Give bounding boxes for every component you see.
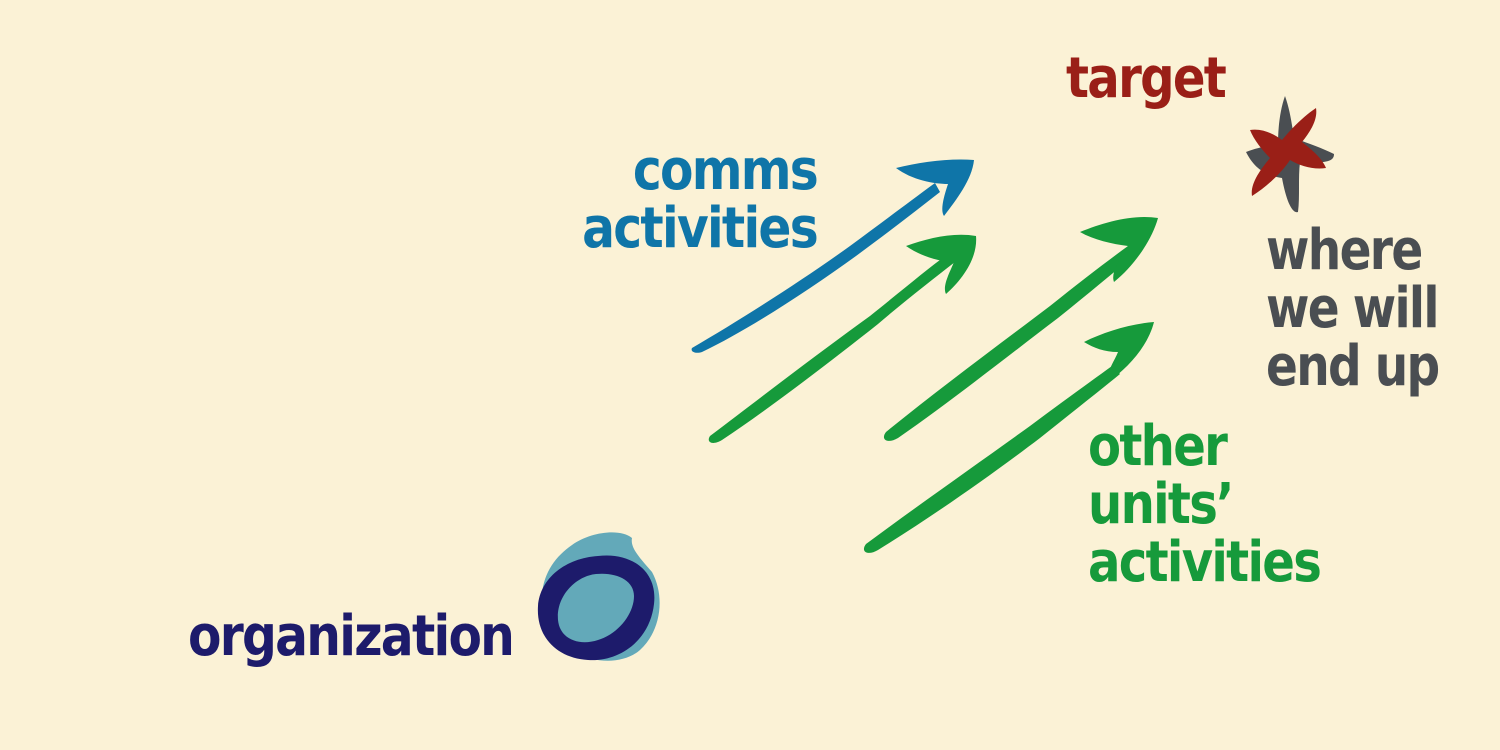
where-label-line-1: where bbox=[1266, 218, 1423, 283]
other-label-line-1: other bbox=[1088, 414, 1228, 479]
comms-arrow-icon bbox=[691, 159, 974, 353]
comms-label-line-2: activities bbox=[582, 196, 819, 261]
other-arrow-1-icon bbox=[708, 234, 977, 443]
where-label-line-2: we will bbox=[1266, 276, 1439, 341]
other-arrow-2-head bbox=[1080, 216, 1158, 282]
organization-label-text: organization bbox=[188, 604, 515, 669]
where-we-will-end-up-label: where we will end up bbox=[1266, 218, 1440, 399]
target-label: target bbox=[1066, 46, 1227, 111]
other-arrow-3-shaft bbox=[863, 366, 1120, 553]
other-arrow-2-shaft bbox=[883, 246, 1136, 441]
comms-arrow-head bbox=[896, 159, 974, 216]
other-arrow-2-icon bbox=[883, 216, 1158, 441]
star-red-shape bbox=[1250, 108, 1326, 196]
other-units-activities-label: other units’ activities bbox=[1088, 414, 1322, 595]
other-arrow-1-shaft bbox=[708, 254, 955, 443]
comms-activities-label: comms activities bbox=[573, 138, 819, 261]
organization-label: organization bbox=[188, 604, 515, 669]
organization-circle-icon bbox=[537, 532, 660, 661]
other-arrow-3-head bbox=[1084, 322, 1154, 382]
organization-ring bbox=[537, 555, 655, 661]
target-label-text: target bbox=[1066, 46, 1227, 111]
other-arrow-3-icon bbox=[863, 322, 1154, 553]
comms-arrow-shaft bbox=[691, 183, 940, 353]
other-label-line-2: units’ bbox=[1088, 472, 1234, 537]
other-arrow-1-head bbox=[906, 234, 977, 294]
where-label-line-3: end up bbox=[1266, 334, 1440, 399]
other-label-line-3: activities bbox=[1088, 530, 1322, 595]
comms-label-line-1: comms bbox=[632, 138, 819, 203]
target-star-icon bbox=[1246, 96, 1334, 213]
